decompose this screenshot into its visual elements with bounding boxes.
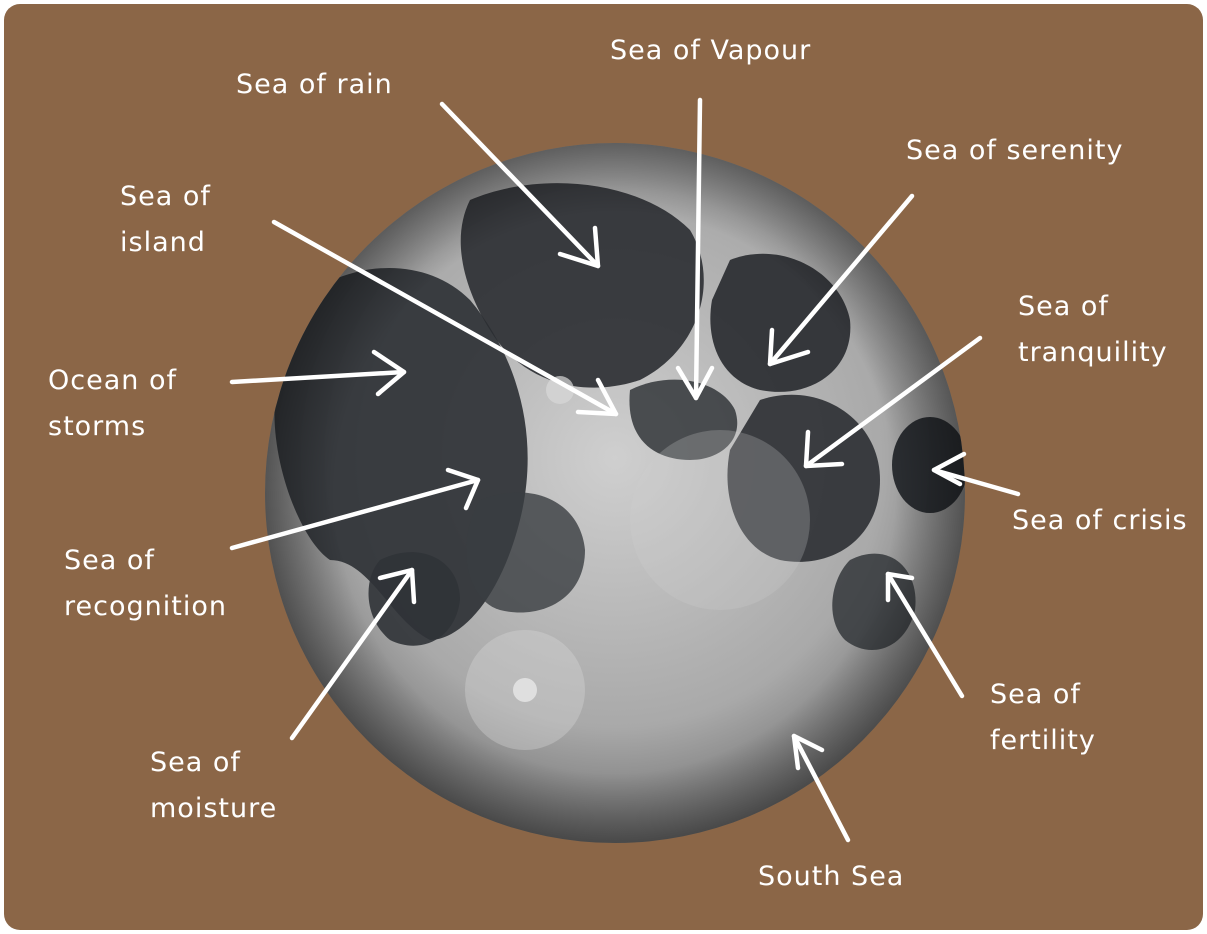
label-sea-of-vapour: Sea of Vapour [610, 28, 811, 74]
label-sea-of-recognition: Sea of recognition [64, 538, 227, 631]
label-sea-of-fertility: Sea of fertility [990, 672, 1096, 765]
label-ocean-of-storms: Ocean of storms [48, 358, 177, 451]
label-sea-of-moisture: Sea of moisture [150, 740, 277, 833]
moon [265, 143, 968, 843]
label-sea-of-island: Sea of island [120, 174, 211, 267]
label-sea-of-tranquility: Sea of tranquility [1018, 284, 1168, 377]
label-sea-of-serenity: Sea of serenity [906, 128, 1123, 174]
label-sea-of-rain: Sea of rain [236, 62, 393, 108]
label-south-sea: South Sea [758, 854, 904, 900]
label-sea-of-crisis: Sea of crisis [1012, 498, 1188, 544]
